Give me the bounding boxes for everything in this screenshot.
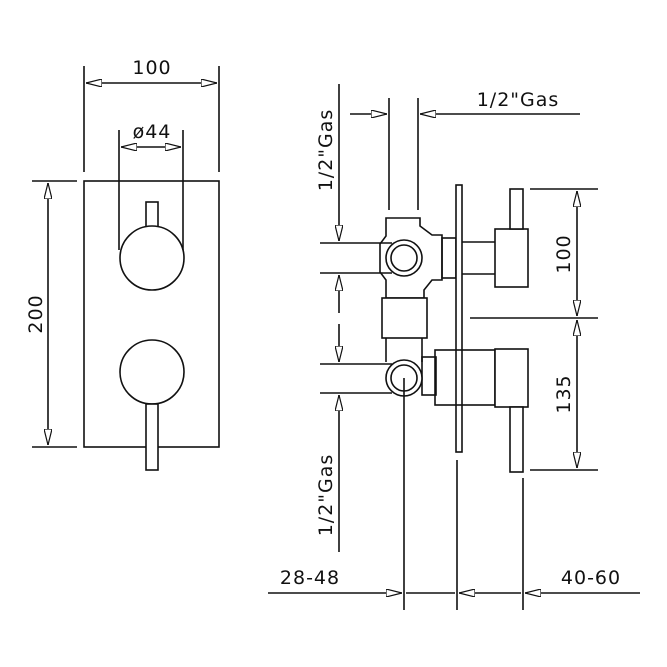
wall-plate-side <box>455 184 463 453</box>
height-label: 200 <box>25 294 47 333</box>
upper-handle <box>494 228 529 288</box>
side-view: 1/2"Gas 1/2"Gas 1/2"Gas <box>268 84 640 610</box>
valve-body <box>379 217 443 299</box>
lower-handle-base <box>434 349 496 406</box>
upper-nut <box>441 237 457 279</box>
lower-handle <box>494 348 529 408</box>
upper-knob <box>119 225 185 291</box>
wall-depth-label: 28-48 <box>280 567 340 589</box>
lower-outlet-label: 1/2"Gas <box>315 454 337 537</box>
lower-lever-side <box>509 406 524 473</box>
top-connection-label: 1/2"Gas <box>477 89 560 111</box>
upper-spacing-label: 100 <box>553 234 575 273</box>
lower-knob <box>119 339 185 405</box>
diameter-label: ø44 <box>133 121 172 143</box>
lower-lever <box>145 403 159 471</box>
upper-lever-side <box>509 188 524 230</box>
upper-lever <box>145 201 159 228</box>
upper-outlet-label: 1/2"Gas <box>315 109 337 192</box>
cartridge-body <box>381 297 428 339</box>
lower-spacing-label: 135 <box>553 374 575 413</box>
projection-label: 40-60 <box>561 567 621 589</box>
width-label: 100 <box>132 57 171 79</box>
front-view: 100 ø44 200 <box>25 57 220 471</box>
